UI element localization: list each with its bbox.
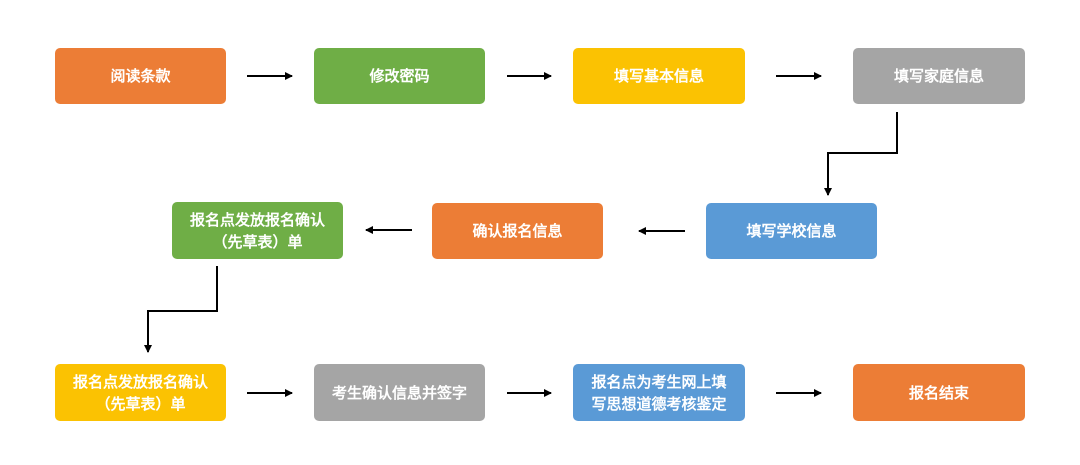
step-issue-confirmation-form: 报名点发放报名确认 （先草表）单 [172,202,343,259]
step-label: 确认报名信息 [472,222,563,240]
step-family-info: 填写家庭信息 [853,48,1025,104]
step-label: 填写学校信息 [746,222,837,240]
step-label: 填写基本信息 [613,67,704,85]
step-issue-confirmation-form-2: 报名点发放报名确认 （先草表）单 [55,364,226,421]
elbow-connector [824,112,898,196]
step-label: 修改密码 [369,67,430,85]
step-label: 填写家庭信息 [893,67,984,85]
step-confirm-info: 确认报名信息 [432,203,603,259]
step-label: 报名点发放报名确认 （先草表）单 [72,372,208,413]
step-label: 阅读条款 [110,67,171,85]
step-change-password: 修改密码 [314,48,485,104]
step-basic-info: 填写基本信息 [573,48,745,104]
step-school-info: 填写学校信息 [706,203,877,259]
step-label: 报名点为考生网上填 写思想道德考核鉴定 [591,372,727,413]
step-label: 考生确认信息并签字 [331,383,467,402]
step-registration-end: 报名结束 [853,364,1025,421]
step-candidate-sign: 考生确认信息并签字 [314,364,485,421]
step-read-terms: 阅读条款 [55,48,226,104]
elbow-connector [144,266,218,353]
step-label: 报名点发放报名确认 （先草表）单 [189,210,325,251]
step-label: 报名结束 [908,383,969,402]
step-moral-assessment: 报名点为考生网上填 写思想道德考核鉴定 [573,364,745,421]
